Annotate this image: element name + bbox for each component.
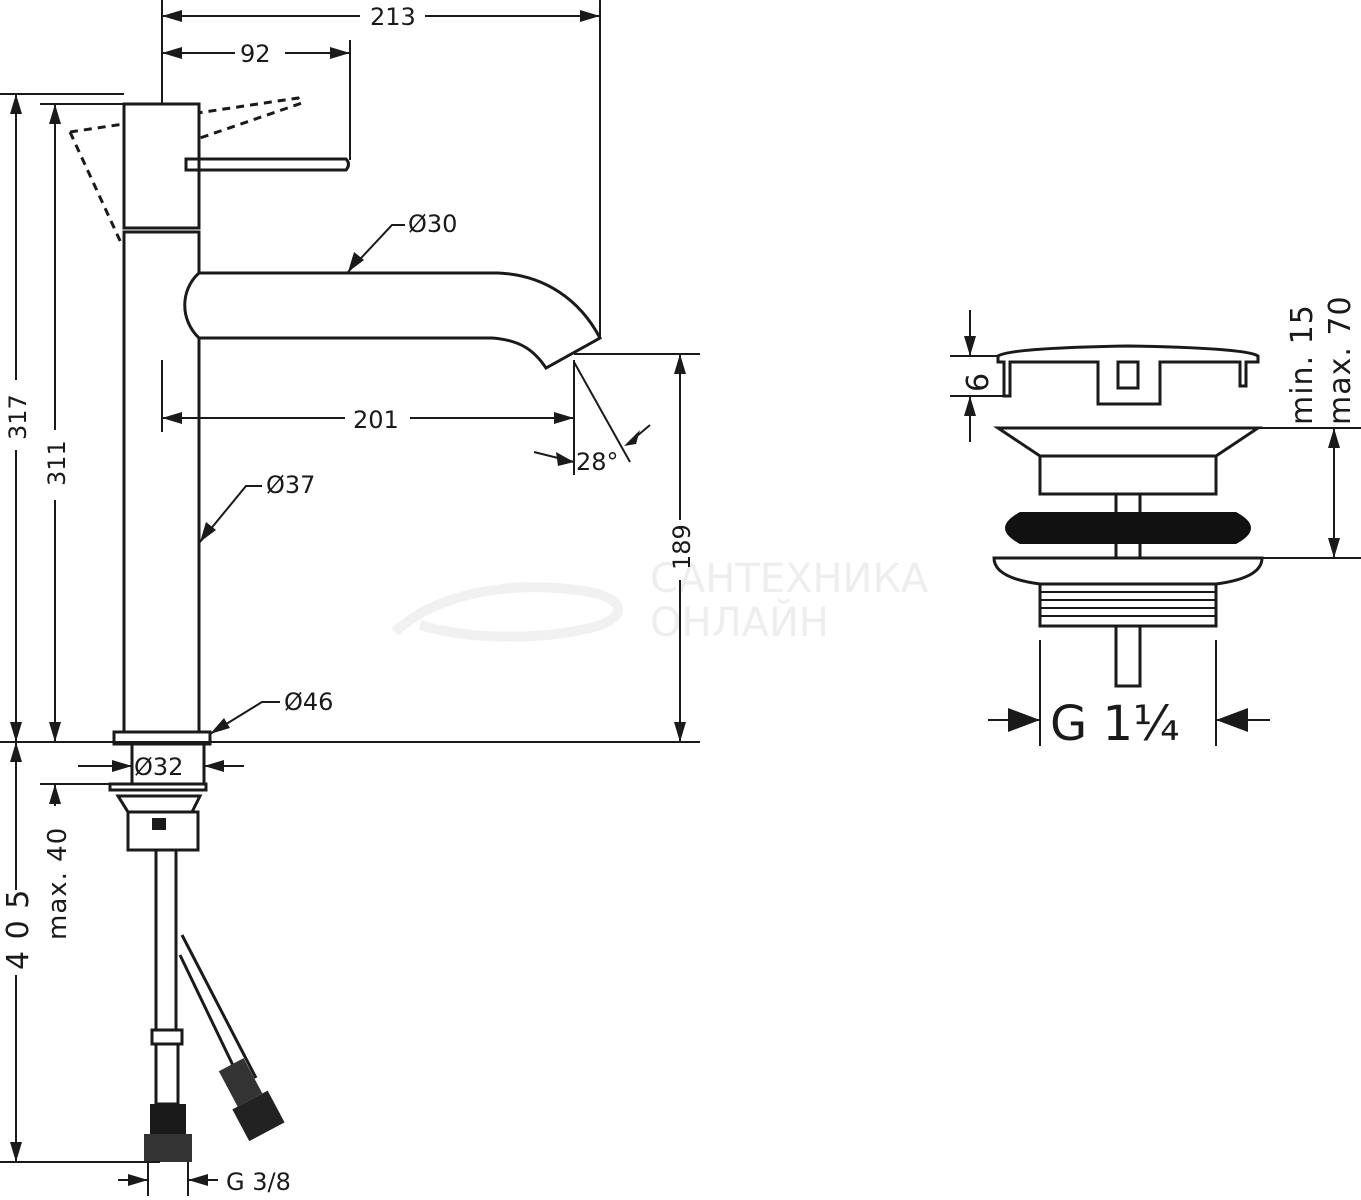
dim-92-arrows: [162, 47, 350, 59]
dim-spout-diameter: Ø30: [408, 210, 457, 238]
dim-spout-angle: 28°: [576, 448, 619, 476]
watermark-line2: ОНЛАЙН: [650, 598, 829, 646]
hose-angled: [178, 934, 258, 1081]
dim-spout-height: 189: [668, 524, 696, 570]
dim-total-reach: 213: [370, 3, 416, 31]
fixing-washer: [108, 782, 208, 792]
fixing-screw: [152, 818, 166, 830]
dim-cap-height: 6: [961, 372, 996, 392]
dim-hose-length: 4 0 5: [1, 889, 36, 970]
dim-37-leader: [199, 485, 262, 543]
dim-28-arrows: [556, 430, 640, 466]
dim-spout-reach: 201: [353, 406, 399, 434]
dim-46-leader: [209, 701, 280, 735]
drain-gasket: [1005, 512, 1251, 544]
dim-6-arrows: [964, 336, 976, 416]
dim-lever-reach: 92: [240, 40, 271, 68]
dim-clamp-min: min. 15: [1285, 304, 1320, 425]
dim-30-leader: [347, 224, 405, 273]
dim-max40-arrow: [49, 784, 61, 804]
dim-thread-extension: [1039, 640, 1217, 746]
dim-clamp-max: max. 70: [1323, 295, 1358, 425]
dim-30-arrow: [348, 252, 364, 272]
dim-thread: G 1¼: [1050, 696, 1180, 752]
dim-g38-arrows: [128, 1174, 208, 1186]
lever-handle: [184, 157, 350, 172]
dim-base-diameter: Ø46: [284, 688, 333, 716]
dim-317-extension: [0, 93, 700, 743]
watermark-line1: САНТЕХНИКА: [650, 556, 929, 602]
drain-body: [1038, 454, 1218, 496]
dim-shank-diameter: Ø32: [134, 753, 183, 781]
drain-rod-lower: [1114, 624, 1142, 688]
drain-drawing: 6 min. 15 max. 70 G 1¼: [950, 295, 1361, 752]
dim-37-arrow: [200, 522, 216, 542]
drain-cap-slot: [1116, 360, 1140, 390]
dim-g38-extension: [147, 1162, 189, 1196]
handle-cap: [122, 102, 201, 230]
watermark: САНТЕХНИКА ОНЛАЙН: [391, 556, 929, 646]
angled-hose-fitting: [218, 1058, 263, 1107]
faucet-drawing: 213 92 Ø30 201 28° Ø37 Ø46 Ø32: [0, 0, 700, 1196]
drain-washer: [992, 556, 1264, 586]
hose-fitting-nut: [150, 1104, 186, 1134]
fixing-sleeve: [126, 810, 200, 852]
dim-connection: G 3/8: [226, 1168, 291, 1196]
hose-ferrule: [150, 1028, 184, 1046]
dim-body-diameter: Ø37: [266, 471, 315, 499]
dim-46-arrow: [210, 718, 230, 734]
drain-nut: [1038, 582, 1218, 628]
dim-max-thickness: max. 40: [43, 827, 73, 940]
dim-height-body: 311: [43, 440, 71, 486]
dim-clamp-extension: [1258, 427, 1361, 559]
angled-hose-connector: [232, 1090, 285, 1142]
drain-nut-threads: [1040, 591, 1216, 617]
lever-swing-line: [68, 131, 124, 246]
fixing-nut: [115, 794, 203, 814]
dim-6-extension: [950, 355, 1004, 397]
hose-straight: [154, 850, 178, 1030]
drain-flange: [993, 426, 1263, 458]
hose-connector: [144, 1134, 192, 1162]
hose-pipe-end: [154, 1042, 180, 1106]
spout: [183, 271, 603, 370]
dim-height-total: 317: [4, 394, 32, 440]
dim-28-lines: [533, 361, 651, 463]
